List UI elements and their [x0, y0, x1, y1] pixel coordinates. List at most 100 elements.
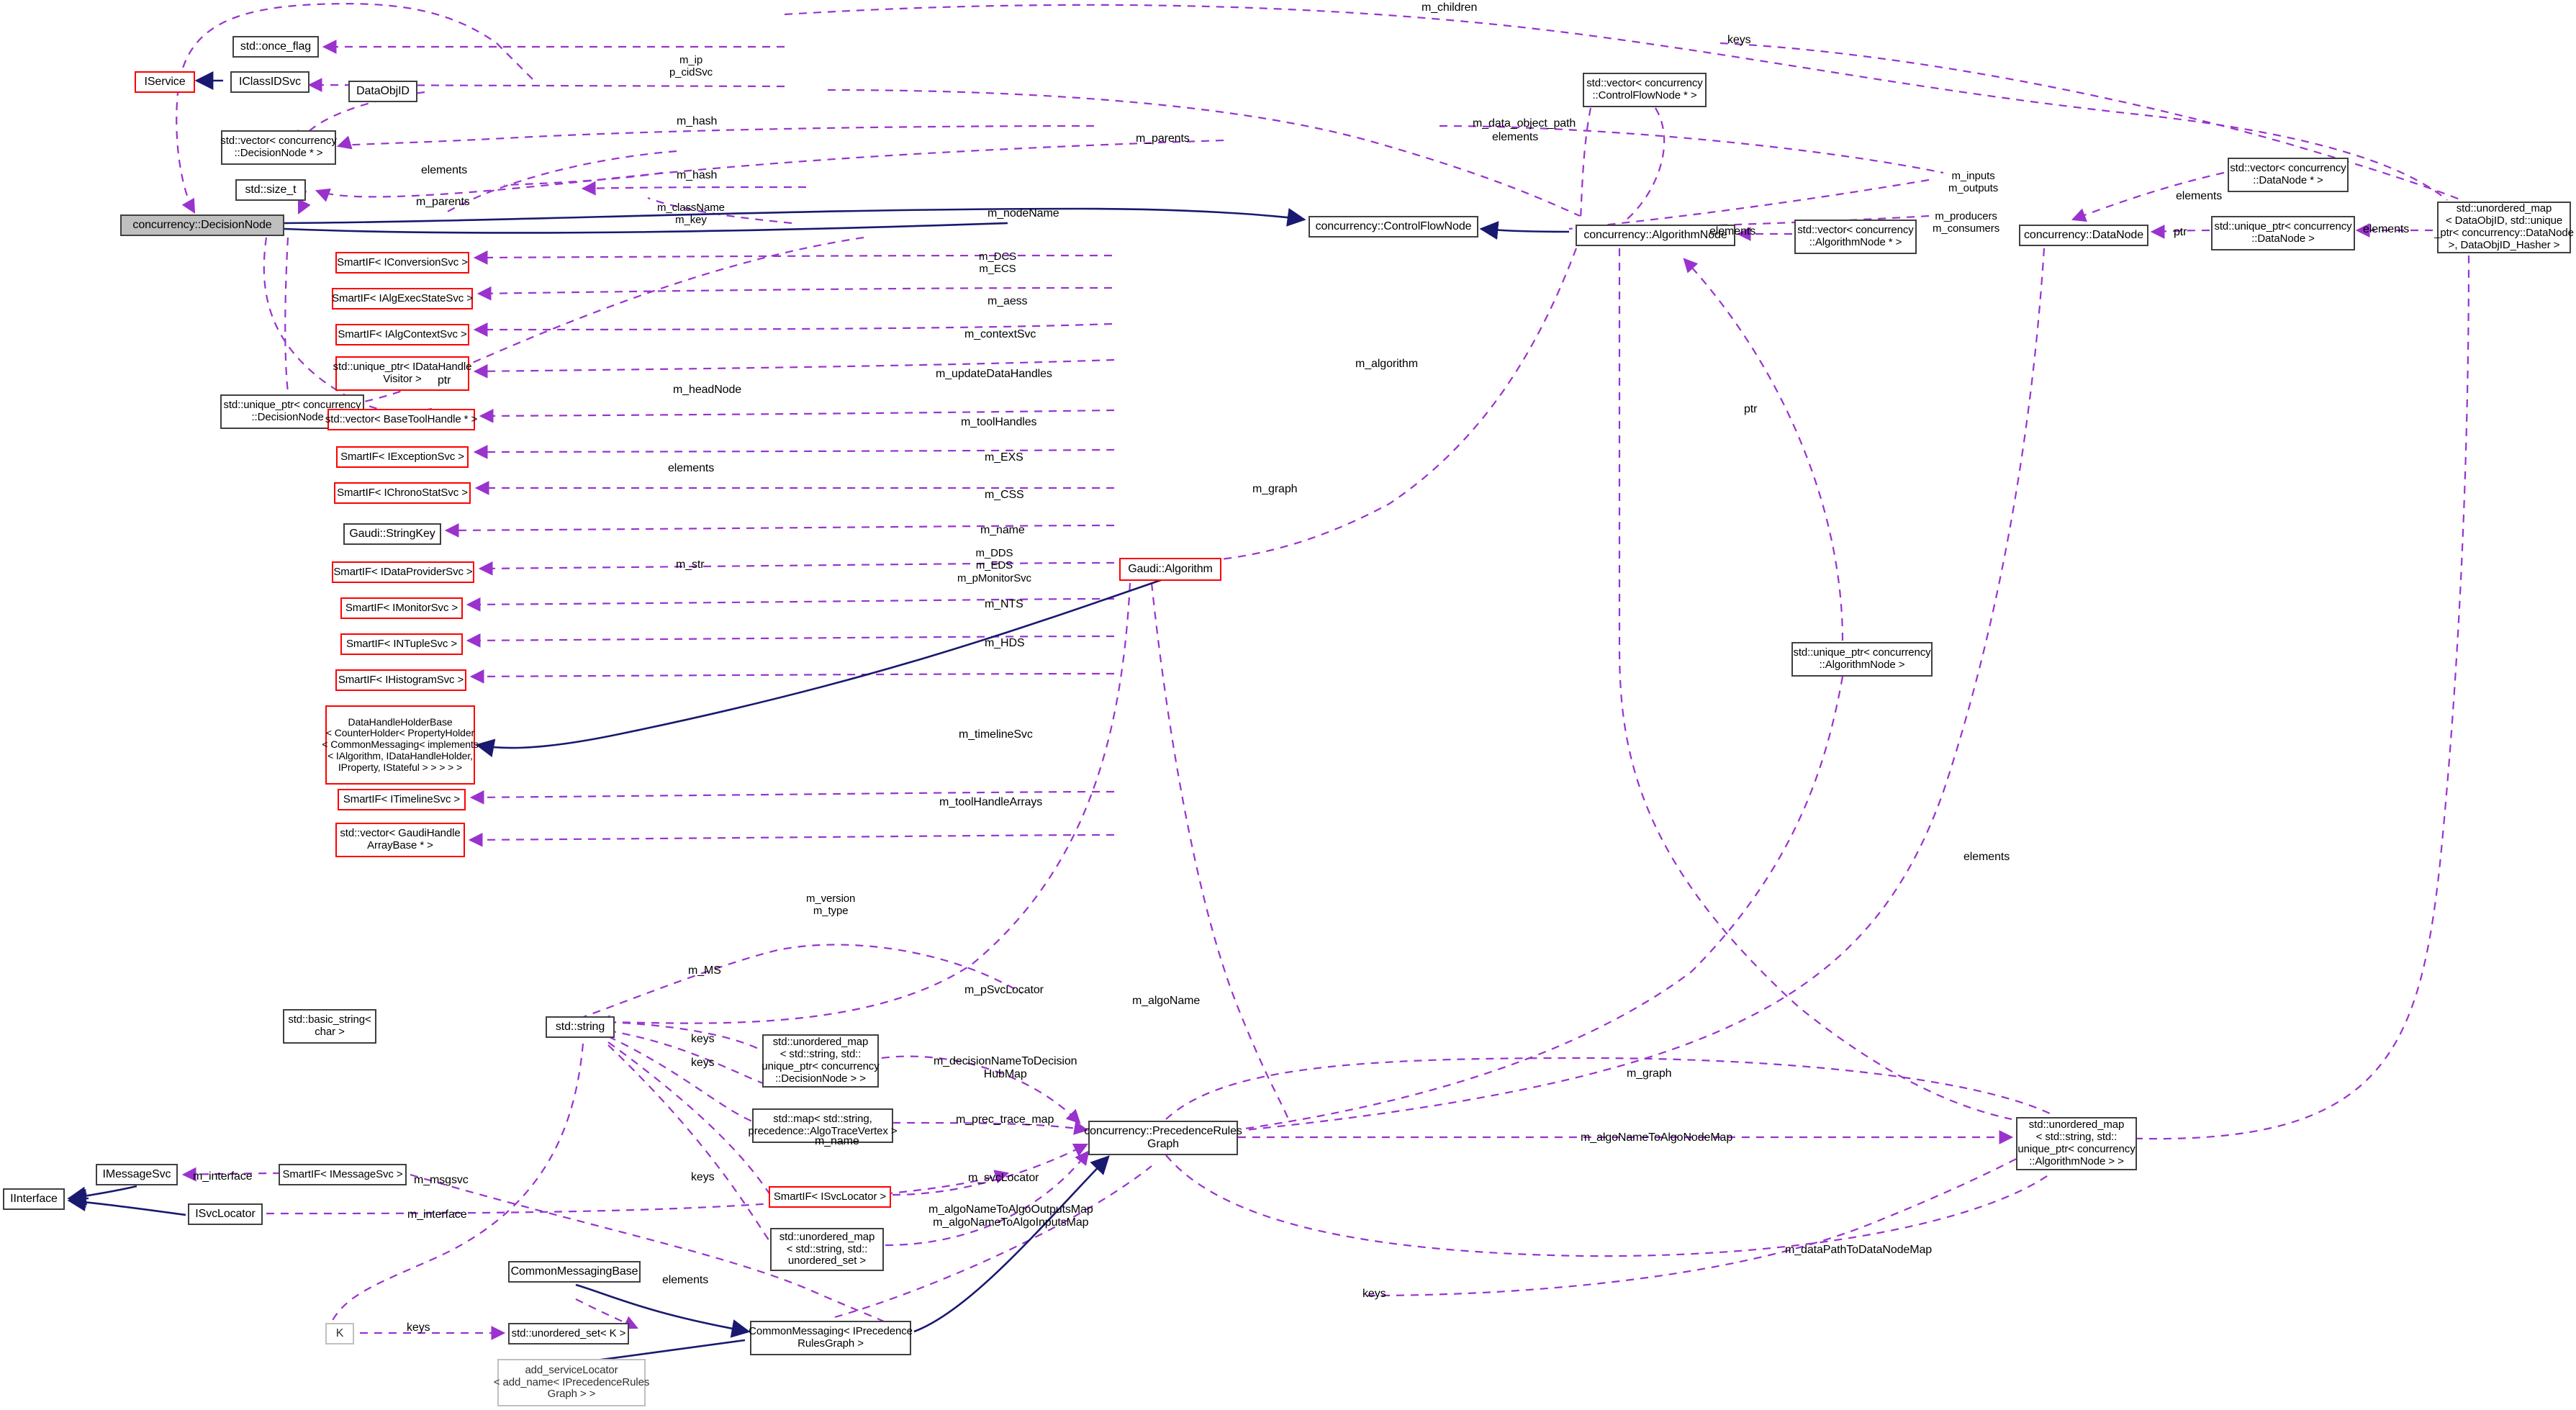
class-node-k[interactable]: K — [325, 1323, 354, 1345]
class-node-std-unique-ptr-concurrency[interactable]: std::unique_ptr< concurrency ::Algorithm… — [1791, 642, 1933, 677]
usage-edge — [446, 150, 677, 213]
class-node-smartif-imessagesvc[interactable]: SmartIF< IMessageSvc > — [279, 1164, 407, 1185]
edge-label-m-children: m_children — [1422, 1, 1478, 14]
class-node-concurrency-controlflownode[interactable]: concurrency::ControlFlowNode — [1309, 216, 1478, 238]
inheritance-edge — [284, 222, 1008, 234]
edge-label-elements: elements — [668, 462, 715, 474]
class-node-std-unordered-map[interactable]: std::unordered_map < DataObjID, std::uni… — [2434, 202, 2574, 253]
usage-edge — [607, 1036, 756, 1124]
edge-label-m-toolhandlearrays: m_toolHandleArrays — [939, 796, 1043, 808]
usage-edge — [579, 944, 1023, 1020]
inheritance-edge — [67, 1193, 186, 1216]
edge-label-m-dds: m_DDS m_EDS m_pMonitorSvc — [957, 547, 1031, 584]
inheritance-edge — [475, 574, 1174, 758]
edge-label-m-graph: m_graph — [1252, 483, 1298, 495]
usage-edge — [1683, 258, 1844, 641]
usage-edge — [607, 1021, 764, 1052]
edge-label-m-algonametoalgooutputsmap: m_algoNameToAlgoOutputsMap m_algoNameToA… — [928, 1203, 1093, 1229]
edge-label-m-algoname: m_algoName — [1132, 995, 1201, 1007]
edge-label-elements: elements — [421, 164, 468, 176]
class-node-smartif-imonitorsvc[interactable]: SmartIF< IMonitorSvc > — [340, 597, 463, 619]
edge-label-keys: keys — [691, 1171, 715, 1183]
class-node-std-vector-concurrency[interactable]: std::vector< concurrency ::AlgorithmNode… — [1794, 220, 1917, 254]
class-node-commonmessaging-iprecedence[interactable]: CommonMessaging< IPrecedence RulesGraph … — [749, 1321, 913, 1355]
edge-label-m-algonametoalgonodemap: m_algoNameToAlgoNodeMap — [1581, 1131, 1733, 1144]
class-node-std-unique-ptr-idatahandle[interactable]: std::unique_ptr< IDataHandle Visitor > — [333, 356, 471, 391]
class-node-std-unordered-set-k[interactable]: std::unordered_set< K > — [508, 1323, 629, 1345]
edge-label-m-graph: m_graph — [1627, 1067, 1672, 1080]
class-node-std-map-std-string[interactable]: std::map< std::string, precedence::AlgoT… — [748, 1108, 898, 1143]
class-node-std-vector-concurrency[interactable]: std::vector< concurrency ::ControlFlowNo… — [1583, 73, 1707, 107]
usage-edge — [1150, 582, 1290, 1120]
edge-label-elements: elements — [1492, 131, 1539, 143]
usage-edge — [284, 237, 289, 393]
class-node-std-once-flag[interactable]: std::once_flag — [232, 36, 319, 58]
usage-edge — [1579, 107, 1592, 220]
usage-edge — [336, 125, 1095, 150]
inheritance-edge — [1479, 221, 1570, 240]
edge-label-m-ip: m_ip p_cidSvc — [669, 54, 713, 79]
class-node-std-vector-gaudihandle[interactable]: std::vector< GaudiHandle ArrayBase * > — [335, 823, 465, 857]
edge-label-keys: keys — [691, 1033, 715, 1045]
edge-label-elements: elements — [1963, 851, 2010, 863]
class-node-std-unordered-map[interactable]: std::unordered_map < std::string, std:: … — [770, 1228, 884, 1271]
class-node-smartif-idataprovidersvc[interactable]: SmartIF< IDataProviderSvc > — [332, 561, 474, 583]
class-node-imessagesvc[interactable]: IMessageSvc — [96, 1164, 178, 1185]
usage-edge — [581, 181, 807, 196]
edge-label-m-headnode: m_headNode — [673, 384, 742, 396]
edge-label-ptr: ptr — [438, 374, 451, 387]
class-node-gaudi-algorithm[interactable]: Gaudi::Algorithm — [1119, 558, 1221, 581]
class-node-smartif-itimelinesvc[interactable]: SmartIF< ITimelineSvc > — [338, 789, 466, 810]
class-node-smartif-isvclocator[interactable]: SmartIF< ISvcLocator > — [769, 1186, 891, 1208]
class-node-std-basic-string[interactable]: std::basic_string< char > — [283, 1009, 376, 1044]
class-node-commonmessagingbase[interactable]: CommonMessagingBase — [508, 1261, 641, 1283]
class-node-std-unordered-map[interactable]: std::unordered_map < std::string, std:: … — [761, 1034, 880, 1088]
class-node-gaudi-stringkey[interactable]: Gaudi::StringKey — [343, 523, 441, 545]
usage-edge — [1626, 107, 1666, 220]
class-node-iinterface[interactable]: IInterface — [3, 1188, 65, 1210]
class-node-smartif-iexceptionsvc[interactable]: SmartIF< IExceptionSvc > — [336, 446, 469, 468]
edge-label-keys: keys — [1362, 1288, 1386, 1300]
class-node-std-size-t[interactable]: std::size_t — [235, 179, 306, 201]
class-node-add-servicelocator[interactable]: add_serviceLocator < add_name< IPreceden… — [494, 1359, 649, 1406]
class-node-datahandleholderbase[interactable]: DataHandleHolderBase < CounterHolder< Pr… — [322, 705, 479, 785]
edge-label-m-toolhandles: m_toolHandles — [961, 416, 1037, 428]
edge-label-m-hash: m_hash — [677, 169, 718, 181]
inheritance-edge — [284, 207, 1306, 227]
edge-label-m-psvclocator: m_pSvcLocator — [964, 984, 1044, 996]
inheritance-edge — [67, 1185, 137, 1206]
class-node-smartif-intuplesvc[interactable]: SmartIF< INTupleSvc > — [340, 633, 463, 655]
class-node-smartif-ialgcontextsvc[interactable]: SmartIF< IAlgContextSvc > — [335, 324, 469, 345]
usage-edge — [476, 286, 1113, 301]
class-node-concurrency-algorithmnode[interactable]: concurrency::AlgorithmNode — [1576, 225, 1735, 246]
class-node-std-vector-basetoolhandle[interactable]: std::vector< BaseToolHandle * > — [325, 409, 477, 430]
class-node-smartif-iconversionsvc[interactable]: SmartIF< IConversionSvc > — [335, 252, 469, 274]
class-node-isvclocator[interactable]: ISvcLocator — [188, 1203, 263, 1225]
edge-label-m-name: m_name — [815, 1135, 859, 1147]
class-node-std-unique-ptr-concurrency[interactable]: std::unique_ptr< concurrency ::DataNode … — [2211, 216, 2355, 250]
class-node-std-vector-concurrency[interactable]: std::vector< concurrency ::DecisionNode … — [220, 130, 337, 165]
class-node-std-vector-concurrency[interactable]: std::vector< concurrency ::DataNode * > — [2228, 158, 2349, 192]
usage-edge — [1244, 676, 1844, 1130]
edge-label-m-hds: m_HDS — [985, 637, 1025, 649]
class-node-concurrency-datanode[interactable]: concurrency::DataNode — [2019, 225, 2148, 246]
class-node-concurrency-decisionnode[interactable]: concurrency::DecisionNode — [120, 214, 284, 236]
edge-label-m-dcs: m_DCS m_ECS — [979, 250, 1017, 276]
edge-label-m-parents: m_parents — [1136, 132, 1190, 145]
class-node-smartif-ichronostatsvc[interactable]: SmartIF< IChronoStatSvc > — [334, 482, 471, 504]
class-node-smartif-ialgexecstatesvc[interactable]: SmartIF< IAlgExecStateSvc > — [332, 288, 473, 309]
usage-edge — [479, 409, 1115, 423]
usage-edge — [1244, 248, 2046, 1131]
usage-edge — [473, 250, 1113, 265]
class-node-concurrency-precedencerules[interactable]: concurrency::PrecedenceRules Graph — [1084, 1121, 1242, 1155]
class-node-dataobjid[interactable]: DataObjID — [348, 81, 417, 102]
class-node-iservice[interactable]: IService — [135, 71, 195, 93]
edge-label-keys: keys — [407, 1321, 430, 1334]
class-node-std-string[interactable]: std::string — [546, 1016, 615, 1038]
class-node-std-unordered-map[interactable]: std::unordered_map < std::string, std:: … — [2016, 1117, 2137, 1170]
usage-edge — [885, 1150, 1090, 1247]
class-node-iclassidsvc[interactable]: IClassIDSvc — [230, 71, 309, 93]
edge-label-m-updatedatahandles: m_updateDataHandles — [936, 368, 1052, 380]
class-node-smartif-ihistogramsvc[interactable]: SmartIF< IHistogramSvc > — [335, 669, 466, 691]
edge-label-m-css: m_CSS — [985, 489, 1024, 501]
